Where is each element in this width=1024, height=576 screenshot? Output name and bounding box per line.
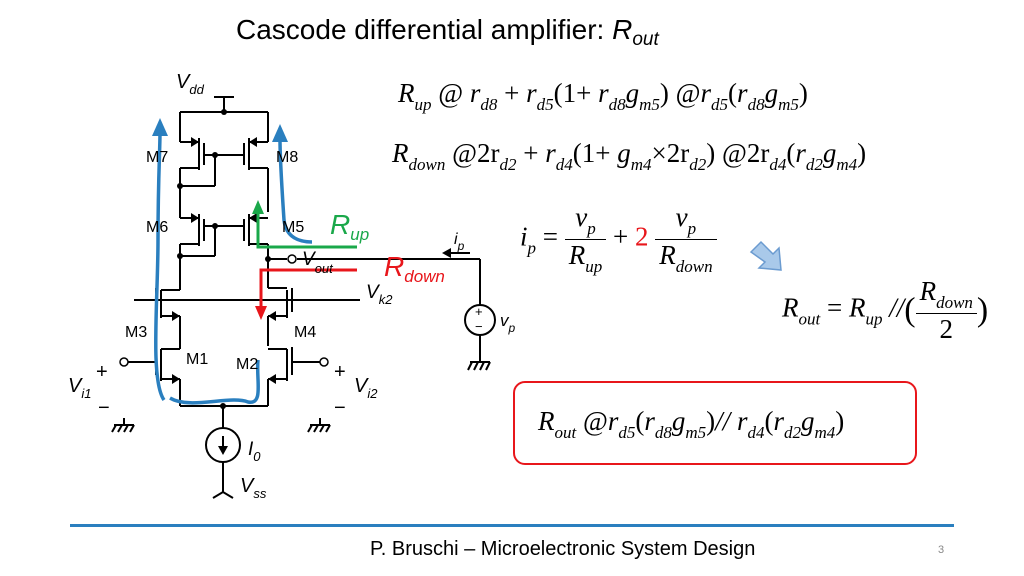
svg-text:Vk2: Vk2 xyxy=(366,282,393,307)
left-current-path xyxy=(153,131,166,402)
vi2-plus: + xyxy=(334,361,346,383)
vi2-label: V xyxy=(354,375,369,397)
svg-text:Vss: Vss xyxy=(240,475,267,501)
svg-text:Rdown: Rdown xyxy=(384,251,445,286)
bottom-current-path xyxy=(169,359,260,405)
label-m1: M1 xyxy=(186,351,208,368)
footer-divider xyxy=(70,524,954,527)
page-number: 3 xyxy=(938,544,945,556)
label-m3: M3 xyxy=(125,324,147,341)
result-box xyxy=(513,381,917,465)
label-m5: M5 xyxy=(282,219,304,236)
svg-text:Vout: Vout xyxy=(302,249,334,276)
equation-r-down: Rdown @2rd2 + rd4(1+ gm4×2rd2) @2rd4(rd2… xyxy=(392,138,867,174)
arrow-right-down-icon xyxy=(749,240,782,271)
label-m8: M8 xyxy=(276,149,298,166)
vdd-label: V xyxy=(176,71,191,93)
svg-text:Vi1: Vi1 xyxy=(68,375,91,401)
vp-plus: + xyxy=(475,304,483,319)
vss-label: V xyxy=(240,475,255,497)
circuit-schematic: + − Vdd M7 M8 M6 M5 M3 M4 M1 M2 Vout Vk2… xyxy=(68,71,516,501)
ip-label: i xyxy=(454,231,458,248)
label-m7: M7 xyxy=(146,149,168,166)
equation-rout-result: Rout @rd5(rd8gm5)// rd4(rd2gm4) xyxy=(538,406,845,442)
right-current-path xyxy=(278,139,313,244)
r-up-path xyxy=(256,212,357,249)
vi1-label: V xyxy=(68,375,83,397)
i0-label: I xyxy=(248,439,254,460)
vp-label: v xyxy=(500,311,510,330)
r-down-path xyxy=(259,268,357,306)
svg-text:Rup: Rup xyxy=(330,209,369,244)
vout-label: V xyxy=(302,249,317,270)
slide-title: Cascode differential amplifier: Rout xyxy=(236,14,659,50)
svg-text:Vi2: Vi2 xyxy=(354,375,378,401)
label-m6: M6 xyxy=(146,219,168,236)
vi1-plus: + xyxy=(96,361,108,383)
ip-arrow-icon xyxy=(442,248,451,258)
r-down-label: R xyxy=(384,251,404,282)
vi1-minus: − xyxy=(98,397,110,419)
footer-text: P. Bruschi – Microelectronic System Desi… xyxy=(370,538,756,560)
label-m4: M4 xyxy=(294,324,316,341)
vk2-label: V xyxy=(366,282,381,303)
equation-r-up: Rup @ rd8 + rd5(1+ rd8gm5) @rd5(rd8gm5) xyxy=(398,78,808,114)
vp-minus: − xyxy=(475,319,483,334)
svg-text:ip: ip xyxy=(454,231,465,253)
r-up-label: R xyxy=(330,209,350,240)
label-m2: M2 xyxy=(236,356,258,373)
svg-text:vp: vp xyxy=(500,311,516,335)
vi2-minus: − xyxy=(334,397,346,419)
svg-text:Vdd: Vdd xyxy=(176,71,205,97)
svg-text:I0: I0 xyxy=(248,439,261,464)
factor-two: 2 xyxy=(634,221,649,252)
